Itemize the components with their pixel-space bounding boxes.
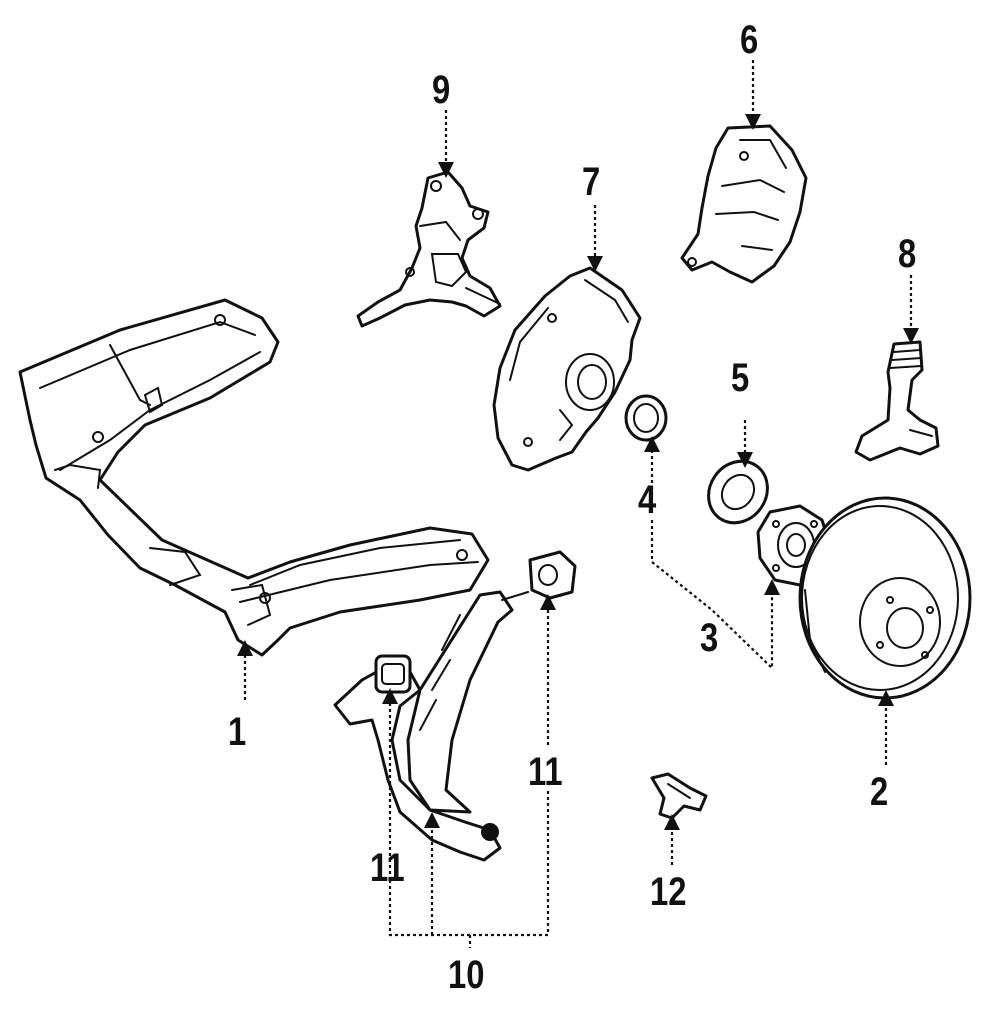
bracket-part [650,772,708,820]
leader-lines [243,60,913,948]
callout-12: 12 [650,870,687,914]
splash-shield-part [492,266,642,472]
crossmember-part [18,298,490,657]
callout-8: 8 [898,232,917,276]
arrowheads [237,114,919,830]
callout-7: 7 [582,160,601,204]
bushing-part [528,550,577,600]
caliper-part [680,124,808,284]
callout-11-right: 11 [528,750,563,794]
callout-4: 4 [638,478,657,522]
control-arm-part [333,590,529,862]
brake-rotor-part [798,496,972,700]
callout-5: 5 [731,356,750,400]
brake-hose-part [854,340,940,462]
callout-3: 3 [700,616,719,660]
callout-2: 2 [870,770,889,814]
grease-seal-part [707,459,769,525]
wheel-bearing-part [624,394,668,442]
steering-knuckle-part [356,170,502,328]
callout-9: 9 [432,68,451,112]
callout-10: 10 [448,953,485,997]
callout-11-left: 11 [370,846,405,890]
callout-6: 6 [740,18,759,62]
callout-1: 1 [228,710,247,754]
